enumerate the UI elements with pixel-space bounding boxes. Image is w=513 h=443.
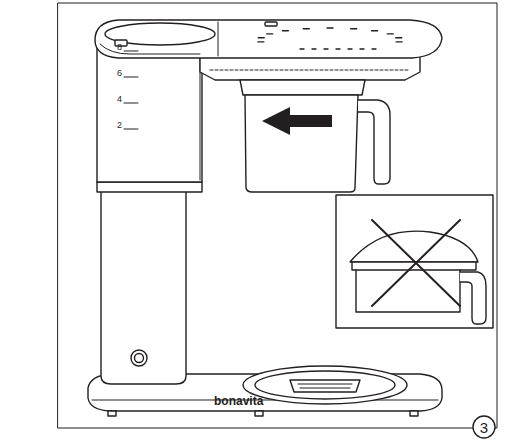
vent-slot bbox=[324, 48, 328, 49]
inset-handle bbox=[460, 272, 486, 324]
carafe-handle bbox=[358, 100, 390, 184]
brew-head bbox=[200, 55, 420, 80]
water-scale bbox=[124, 51, 138, 129]
inset-brew-head bbox=[350, 231, 478, 262]
vent-slot bbox=[336, 48, 340, 49]
callout-number: 3 bbox=[480, 420, 488, 435]
water-reservoir bbox=[97, 42, 202, 182]
plate-grip bbox=[290, 380, 360, 392]
inset-frame bbox=[336, 195, 493, 328]
callout-circle bbox=[473, 416, 495, 438]
reservoir-lid bbox=[105, 23, 215, 45]
vent-slot bbox=[396, 37, 402, 38]
vent-slot bbox=[258, 41, 264, 42]
foot bbox=[108, 411, 116, 416]
power-button bbox=[131, 350, 147, 366]
cross-mark bbox=[372, 220, 460, 306]
brand-name: bonavita bbox=[214, 395, 263, 407]
scale-number: 8 bbox=[117, 43, 122, 52]
lower-body bbox=[101, 190, 186, 384]
vent-slot bbox=[372, 48, 376, 49]
scale-tick bbox=[124, 129, 138, 130]
scale-tick bbox=[124, 103, 138, 104]
vent-slot bbox=[327, 27, 333, 28]
carafe bbox=[245, 95, 358, 192]
scale-number: 4 bbox=[117, 95, 122, 104]
power-button-inner bbox=[135, 354, 144, 363]
vent-slot bbox=[258, 37, 264, 38]
scale-number: 6 bbox=[117, 69, 122, 78]
carafe-lid bbox=[240, 80, 365, 95]
figure-frame bbox=[58, 3, 497, 428]
shower-vents bbox=[258, 28, 402, 49]
foot bbox=[255, 411, 263, 416]
vent-slot bbox=[303, 28, 309, 29]
vent-slot bbox=[372, 30, 378, 31]
vent-slot bbox=[348, 48, 352, 49]
vent-slot bbox=[387, 33, 393, 34]
body-band bbox=[97, 182, 202, 192]
vent-slot bbox=[282, 30, 288, 31]
vent-slot bbox=[300, 48, 304, 49]
warming-plate bbox=[243, 366, 407, 404]
scale-tick bbox=[124, 51, 138, 52]
top-lid bbox=[95, 20, 442, 58]
scale-number: 2 bbox=[117, 121, 122, 130]
vent-slot bbox=[396, 41, 402, 42]
base-edge bbox=[92, 400, 438, 401]
vent-slot bbox=[312, 48, 316, 49]
vent-slot bbox=[351, 28, 357, 29]
lid-tab bbox=[265, 22, 277, 26]
scale-tick bbox=[124, 77, 138, 78]
vent-slot bbox=[267, 33, 273, 34]
foot bbox=[410, 411, 418, 416]
warming-plate-inner bbox=[255, 371, 395, 399]
vent-slot bbox=[360, 48, 364, 49]
insert-arrow bbox=[262, 107, 332, 135]
